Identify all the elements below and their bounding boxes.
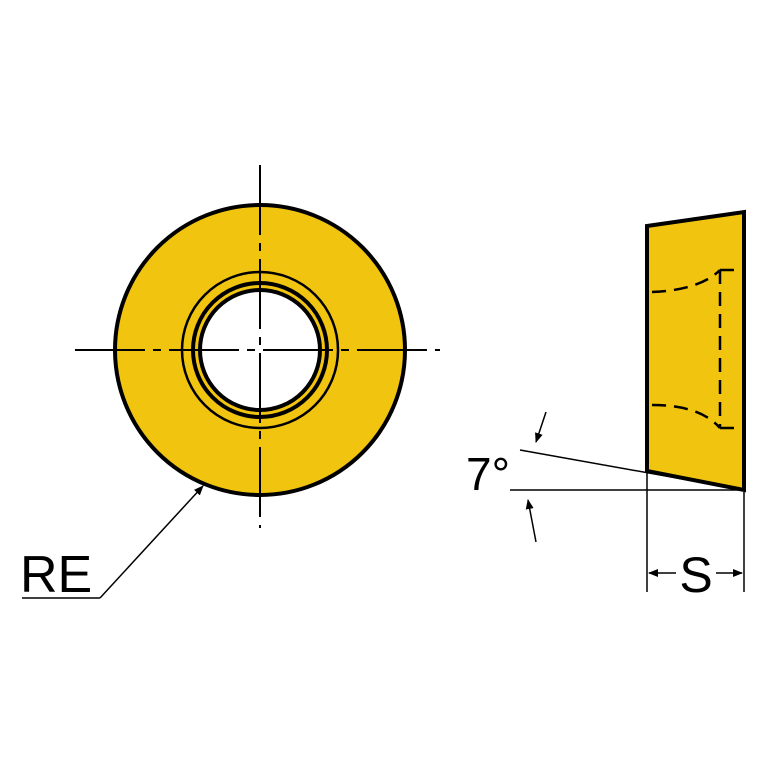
thickness-label: S <box>679 547 712 603</box>
side-view: 7° S <box>466 209 746 603</box>
hidden-hole-lines <box>651 268 742 430</box>
insert-side-profile <box>645 209 746 493</box>
radius-label: RE <box>20 546 92 604</box>
angle-label: 7° <box>466 448 510 500</box>
center-lines <box>75 165 440 528</box>
radius-leader <box>22 485 204 599</box>
thickness-dimension <box>646 473 745 592</box>
clearance-angle <box>510 411 745 543</box>
top-view: RE <box>20 165 440 604</box>
